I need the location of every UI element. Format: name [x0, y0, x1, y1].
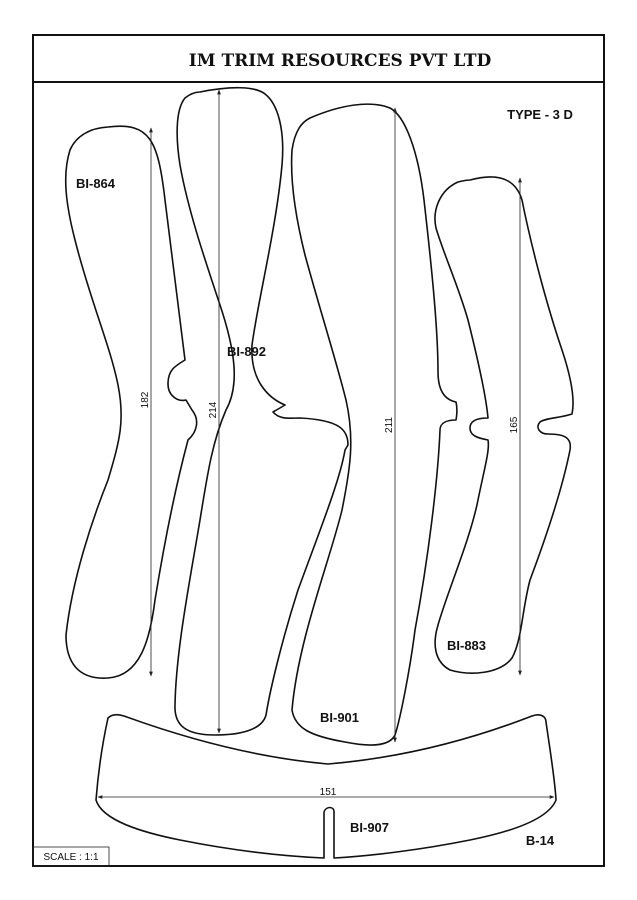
sheet-code: B-14 — [526, 833, 555, 848]
part-code: BI-883 — [447, 638, 486, 653]
company-title: IM TRIM RESOURCES PVT LTD — [189, 51, 492, 71]
dimension-label: 182 — [140, 391, 151, 408]
part-code: BI-892 — [227, 344, 266, 359]
type-label: TYPE - 3 D — [507, 107, 573, 122]
part-code: BI-901 — [320, 710, 359, 725]
part-bi-892: BI-892 214 — [174, 86, 349, 736]
part-code: BI-864 — [76, 176, 116, 191]
part-bi-901: BI-901 211 — [290, 103, 458, 746]
part-code: BI-907 — [350, 820, 389, 835]
dimension-label: 165 — [509, 416, 520, 433]
dimension-label: 211 — [384, 417, 395, 433]
dimension-label: 214 — [208, 401, 219, 418]
drawing-border — [32, 34, 605, 867]
part-bi-907: BI-907 151 — [95, 713, 557, 859]
part-bi-883: BI-883 165 — [434, 176, 574, 676]
scale-label: SCALE : 1:1 — [43, 852, 98, 863]
dimension-label: 151 — [320, 787, 337, 798]
scale-box — [32, 846, 110, 867]
part-bi-864: BI-864 182 — [64, 125, 198, 679]
